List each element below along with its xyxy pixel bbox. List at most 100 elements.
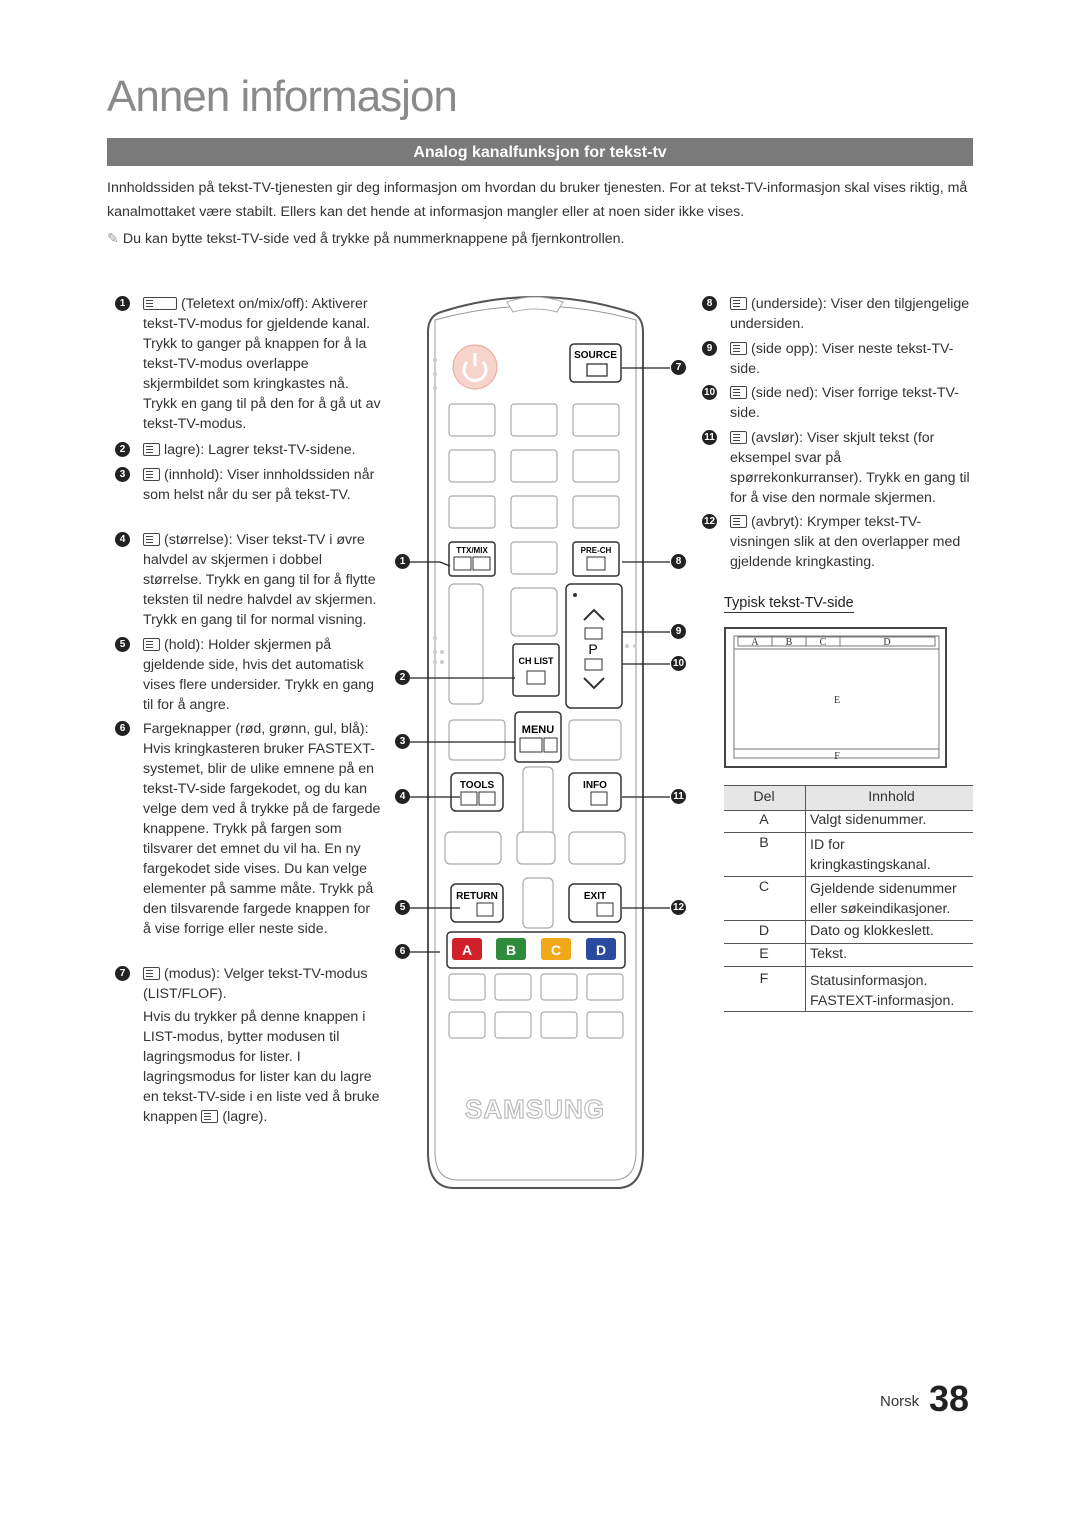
item-text: (side ned): Viser forrige tekst-TV-side. — [730, 385, 959, 421]
section-title: Analog kanalfunksjon for tekst-tv — [107, 138, 973, 166]
item-2: 2 lagre): Lagrer tekst-TV-sidene. — [115, 440, 381, 460]
volume-rocker[interactable] — [448, 583, 484, 705]
item-11: 11 (avslør): Viser skjult tekst (for eks… — [702, 428, 970, 508]
header-del: Del — [753, 789, 775, 805]
item-number: 12 — [702, 514, 717, 529]
item-9: 9 (side opp): Viser neste tekst-TV-side. — [702, 339, 970, 379]
table-row: B ID for kringkastingskanal. — [724, 833, 973, 877]
item-number: 5 — [115, 637, 130, 652]
color-a-label: A — [462, 942, 472, 958]
cancel-icon — [730, 515, 747, 528]
source-button[interactable] — [569, 343, 622, 383]
color-d-label: D — [596, 942, 606, 958]
item-1: 1 (Teletext on/mix/off): Aktiverer tekst… — [115, 294, 381, 434]
info-label: INFO — [583, 780, 607, 791]
note-text: Du kan bytte tekst-TV-side ved å trykke … — [122, 231, 625, 247]
callout-lines — [410, 367, 670, 953]
item-number: 1 — [115, 296, 130, 311]
item-text: (Teletext on/mix/off): Aktiverer tekst-T… — [143, 296, 381, 432]
item-4: 4 (størrelse): Viser tekst-TV i øvre hal… — [115, 530, 381, 630]
menu-button[interactable] — [514, 711, 562, 763]
item-number: 3 — [115, 467, 130, 482]
area-e: E — [834, 695, 840, 706]
p-label: P — [588, 641, 597, 657]
item-text: (avbryt): Krymper tekst-TV-visningen sli… — [730, 514, 961, 570]
pencil-note-icon: ✎ — [107, 231, 119, 247]
pre-ch-label: PRE-CH — [581, 546, 612, 555]
item-text: (innhold): Viser innholdssiden når som h… — [143, 467, 375, 503]
table-row: F Statusinformasjon. FASTEXT-informasjon… — [724, 967, 973, 1012]
page-up-icon — [730, 342, 747, 355]
item-text: lagre): Lagrer tekst-TV-sidene. — [164, 442, 356, 458]
area-d: D — [883, 637, 890, 648]
ch-list-label: CH LIST — [519, 656, 555, 666]
item-number: 6 — [115, 721, 130, 736]
table-row: D Dato og klokkeslett. — [724, 921, 973, 944]
item-7-extra: Hvis du trykker på denne knappen i LIST-… — [143, 1007, 381, 1127]
exit-button[interactable] — [568, 883, 622, 923]
item-text: Hvis du trykker på denne knappen i LIST-… — [143, 1009, 380, 1125]
item-number: 9 — [702, 341, 717, 356]
green-b-button[interactable] — [496, 938, 526, 960]
area-c: C — [820, 637, 827, 648]
item-text: (side opp): Viser neste tekst-TV-side. — [730, 341, 954, 377]
footer-language: Norsk — [880, 1393, 920, 1410]
item-number: 7 — [115, 966, 130, 981]
table-header: Del Innhold — [724, 785, 973, 811]
item-10: 10 (side ned): Viser forrige tekst-TV-si… — [702, 383, 970, 423]
item-text: (modus): Velger tekst-TV-modus (LIST/FLO… — [143, 966, 368, 1002]
source-label: SOURCE — [574, 350, 617, 361]
typical-page-label: Typisk tekst-TV-side — [724, 595, 854, 613]
ttx-mix-button[interactable] — [448, 541, 496, 577]
red-a-button[interactable] — [452, 938, 482, 960]
number-pad — [448, 403, 620, 575]
ch-list-button[interactable] — [512, 643, 560, 697]
exit-label: EXIT — [584, 891, 606, 902]
item-text: Fargeknapper (rød, grønn, gul, blå): Hvi… — [143, 721, 381, 937]
item-text: (underside): Viser den tilgjengelige und… — [730, 296, 970, 332]
size-icon — [143, 533, 160, 546]
power-button[interactable] — [452, 344, 498, 390]
store-icon — [143, 443, 160, 456]
tools-label: TOOLS — [460, 780, 495, 791]
brand-logo: SAMSUNG — [465, 1094, 605, 1124]
item-7: 7 (modus): Velger tekst-TV-modus (LIST/F… — [115, 964, 381, 1004]
item-8: 8 (underside): Viser den tilgjengelige u… — [702, 294, 970, 334]
header-innhold: Innhold — [868, 789, 915, 805]
area-b: B — [786, 637, 793, 648]
item-5: 5 (hold): Holder skjermen på gjeldende s… — [115, 635, 381, 715]
mode-icon — [143, 967, 160, 980]
page-title: Annen informasjon — [107, 72, 458, 121]
item-text: (lagre). — [222, 1109, 268, 1125]
playback-keys — [448, 973, 624, 1039]
item-text: (avslør): Viser skjult tekst (for eksemp… — [730, 430, 970, 506]
hold-icon — [143, 638, 160, 651]
index-icon — [143, 468, 160, 481]
table-row: A Valgt sidenummer. — [724, 810, 973, 833]
page-number: 38 — [929, 1378, 970, 1419]
blue-d-button[interactable] — [586, 938, 616, 960]
item-number: 2 — [115, 442, 130, 457]
item-number: 11 — [702, 430, 717, 445]
item-text: (hold): Holder skjermen på gjeldende sid… — [143, 637, 375, 713]
page-down-icon — [730, 386, 747, 399]
reveal-icon — [730, 431, 747, 444]
channel-rocker[interactable] — [565, 583, 623, 709]
item-number: 10 — [702, 385, 717, 400]
store-icon — [201, 1110, 219, 1123]
mute-button[interactable] — [510, 587, 558, 637]
pre-ch-button[interactable] — [572, 541, 620, 577]
area-a: A — [751, 637, 759, 648]
remote-control: SOURCE TTX/MIX PRE-CH P CH LIST MENU TOO… — [427, 296, 644, 1189]
color-c-label: C — [551, 942, 561, 958]
item-12: 12 (avbryt): Krymper tekst-TV-visningen … — [702, 512, 970, 572]
area-f: F — [834, 751, 840, 762]
item-number: 8 — [702, 296, 717, 311]
table-row: E Tekst. — [724, 944, 973, 967]
ttx-mix-label: TTX/MIX — [456, 546, 488, 555]
yellow-c-button[interactable] — [541, 938, 571, 960]
table-divider — [805, 785, 806, 1011]
teletext-mix-icon — [143, 297, 177, 310]
item-6: 6 Fargeknapper (rød, grønn, gul, blå): H… — [115, 719, 381, 939]
item-text: (størrelse): Viser tekst-TV i øvre halvd… — [143, 532, 377, 628]
